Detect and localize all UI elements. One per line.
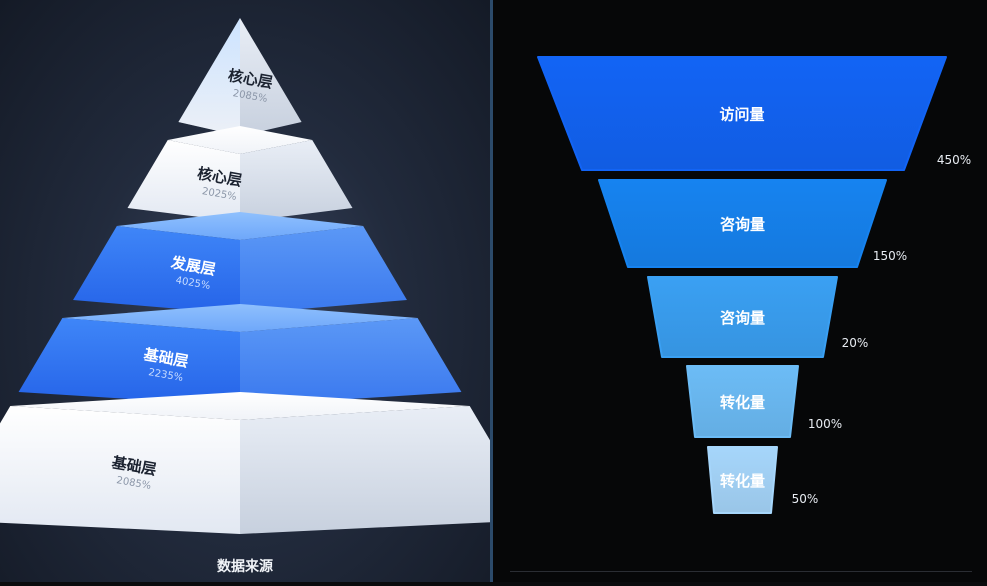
layer-glow [178, 18, 240, 136]
pyramid-caption: 数据来源 [217, 559, 273, 575]
layer-face-top [10, 392, 470, 420]
funnel-stage: 转化量 100% [686, 365, 842, 438]
layer-face-left [127, 140, 240, 222]
funnel-stage: 咨询量 20% [647, 276, 869, 358]
funnel-segment [686, 365, 799, 438]
funnel-stage-value: 20% [842, 336, 869, 350]
funnel-segment [647, 276, 838, 358]
funnel-stage-value: 150% [873, 249, 907, 263]
layer-face-right [240, 226, 407, 314]
funnel-stage: 转化量 50% [707, 446, 819, 514]
funnel-segment [598, 179, 887, 268]
funnel-stage-label: 转化量 [720, 394, 765, 412]
funnel-segment [537, 56, 947, 171]
funnel-stage-label: 咨询量 [720, 309, 765, 327]
funnel-chart: 访问量 450% 咨询量 150% 咨询量 20% 转化量 100% 转化量 50% [537, 56, 971, 514]
funnel-stage-label: 咨询量 [720, 216, 765, 234]
layer-face-left [0, 406, 240, 534]
funnel-stage-label: 访问量 [719, 106, 764, 124]
layer-face-left [18, 318, 240, 406]
funnel-stage: 访问量 450% [537, 56, 971, 171]
layer-face-right [240, 406, 538, 534]
layer-face-right [240, 18, 302, 136]
funnel-stage-value: 450% [937, 153, 971, 167]
funnel-panel: 访问量 450% 咨询量 150% 咨询量 20% 转化量 100% 转化量 50% [493, 0, 987, 582]
bottom-rule [510, 571, 972, 572]
layer-face-left [73, 226, 241, 314]
panel-divider [490, 0, 493, 582]
funnel-stage-label: 转化量 [720, 472, 765, 490]
layer-face-right [240, 140, 353, 222]
funnel-stage-value: 100% [808, 417, 842, 431]
layer-face-right [240, 318, 462, 406]
funnel-stage-value: 50% [792, 492, 819, 506]
funnel-segment [707, 446, 778, 514]
funnel-stage: 咨询量 150% [598, 179, 907, 268]
